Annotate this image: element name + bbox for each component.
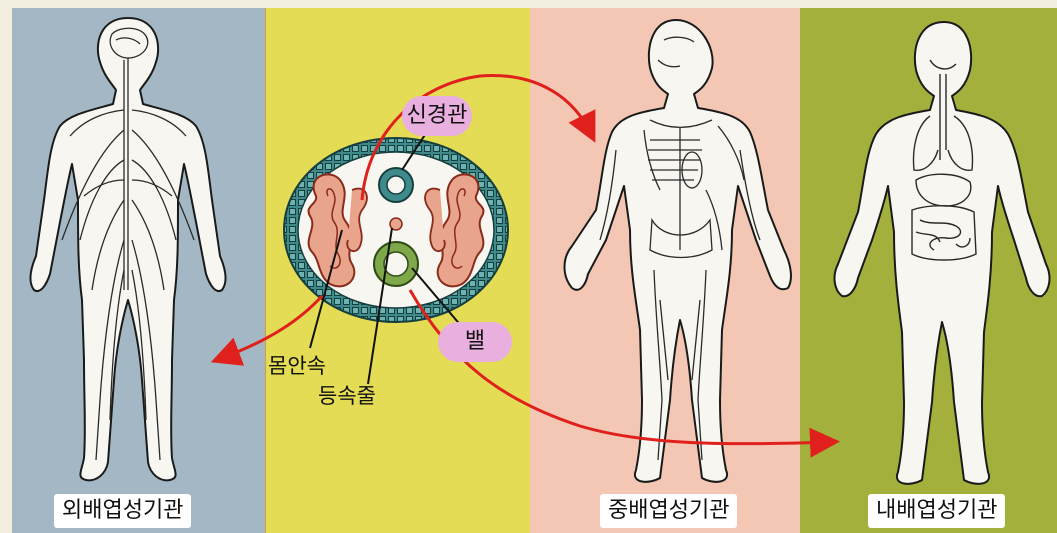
caption-mesoderm-organs: 중배엽성기관	[600, 494, 737, 528]
label-neural-tube: 신경관	[402, 96, 472, 136]
arrow-to-endoderm	[410, 290, 828, 444]
internal-organs-figure	[835, 22, 1050, 484]
label-body-cavity: 몸안속	[268, 350, 326, 380]
embryo-cross-section	[284, 138, 508, 322]
label-notochord: 등속줄	[318, 380, 376, 410]
caption-ectoderm-organs: 외배엽성기관	[54, 494, 191, 528]
musculoskeletal-figure	[565, 20, 791, 482]
caption-endoderm-organs: 내배엽성기관	[868, 494, 1005, 528]
label-gut: 밸	[438, 322, 512, 362]
arrow-to-ectoderm	[222, 296, 322, 358]
